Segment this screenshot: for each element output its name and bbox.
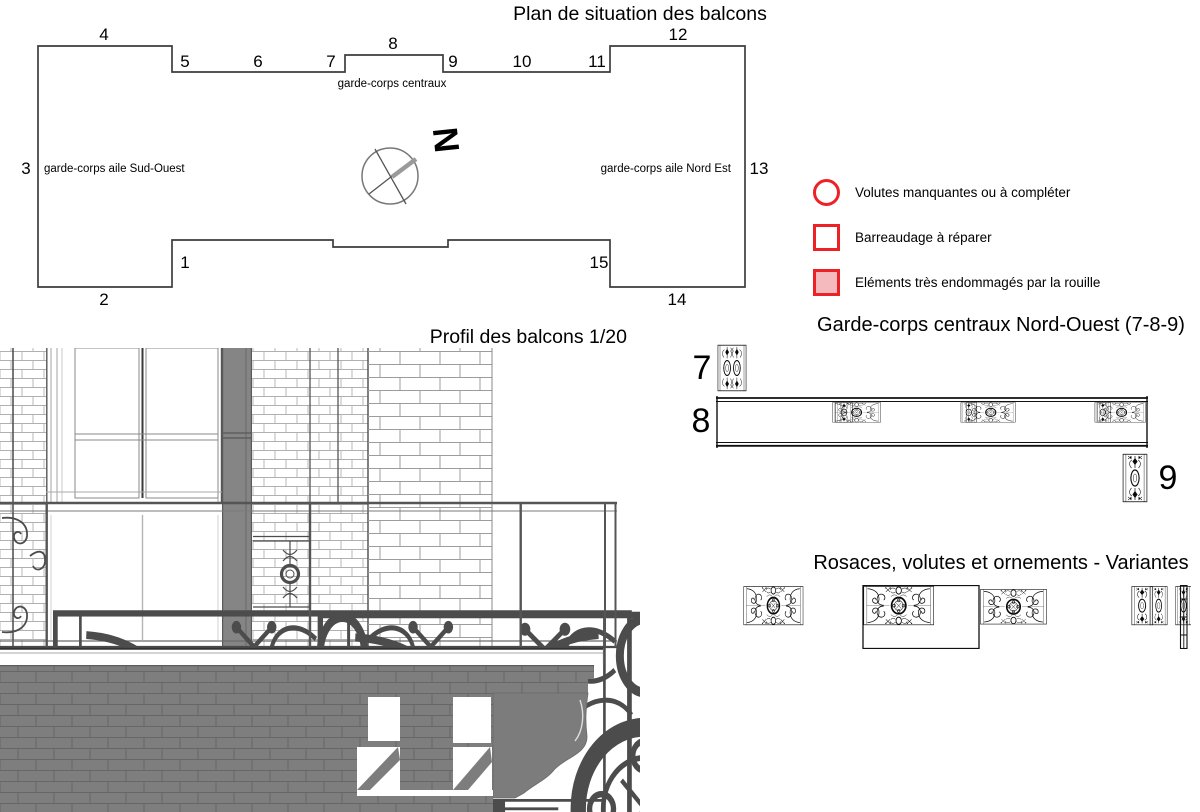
- variant-panel-frame: [862, 585, 980, 649]
- compass-north-pointer: [390, 157, 418, 179]
- railing-9-label: 9: [1158, 459, 1178, 497]
- railing-rails: [716, 397, 1148, 447]
- plan-drawing: N 1 2 3 4 5 6 7 8 9 10 11 12 13 14 15 ga…: [21, 25, 768, 309]
- railing-elevation-8: [716, 396, 1148, 448]
- plan-number-13: 13: [750, 159, 769, 178]
- plan-number-1: 1: [180, 253, 189, 272]
- variant-scroll-panel: [864, 587, 934, 625]
- brick-wall-right: [368, 348, 492, 648]
- window: [46, 348, 223, 640]
- masonry-opening: [368, 697, 400, 741]
- plan-number-10: 10: [513, 52, 532, 71]
- masonry-base: [357, 796, 460, 812]
- railing-post: [604, 503, 606, 647]
- profile-drawing: [0, 348, 640, 812]
- plan-title: Plan de situation des balcons: [513, 3, 767, 25]
- balcony-slab: [0, 647, 605, 665]
- masonry: [0, 664, 594, 812]
- plan-number-4: 4: [99, 25, 108, 44]
- railing-post: [519, 503, 522, 647]
- repair-square-icon: [813, 223, 840, 251]
- legend-item-rouille: Eléments très endommagés par la rouille: [813, 268, 1100, 296]
- variant-sliver-panel: [1179, 585, 1188, 649]
- plan-number-9: 9: [448, 52, 457, 71]
- plan-number-8: 8: [388, 34, 397, 53]
- plan-number-2: 2: [99, 290, 108, 309]
- profile-railing: [0, 501, 640, 812]
- scroll-panel: [833, 403, 881, 423]
- label-central: garde-corps centraux: [338, 78, 447, 90]
- legend-item-volutes: Volutes manquantes ou à compléter: [813, 178, 1100, 206]
- compass-circle: [361, 147, 419, 205]
- scroll-panel: [966, 403, 1015, 423]
- plan-number-7: 7: [326, 52, 335, 71]
- central-railings-title: Garde-corps centraux Nord-Ouest (7-8-9): [817, 314, 1185, 336]
- plan-number-6: 6: [253, 52, 262, 71]
- railing-post: [45, 503, 48, 647]
- corbel-curve: [574, 699, 584, 742]
- variant-bar-panel: [1132, 587, 1153, 625]
- variants-title: Rosaces, volutes et ornements - Variante…: [813, 552, 1189, 574]
- variant-scroll-panel: [980, 589, 1046, 624]
- legend-item-barreaudage: Barreaudage à réparer: [813, 223, 1100, 251]
- plan-number-14: 14: [668, 290, 687, 309]
- variant-scroll-panel: [744, 587, 803, 625]
- compass: N: [361, 125, 466, 205]
- missing-volute-circle-icon: [813, 178, 840, 206]
- masonry-gap: [357, 790, 493, 796]
- railing-8-label: 8: [691, 402, 711, 440]
- stone-pillar: [222, 348, 252, 648]
- variant-bar-panel: [1150, 587, 1167, 625]
- railing-connector: [253, 535, 309, 613]
- legend-label: Barreaudage à réparer: [855, 229, 992, 245]
- corbel: [492, 692, 589, 799]
- railing-post: [308, 503, 312, 647]
- railing-rails-inner: [716, 401, 1148, 443]
- plan-number-11: 11: [588, 52, 606, 71]
- plan-number-5: 5: [180, 52, 189, 71]
- masonry-slope: [453, 747, 492, 790]
- legend-label: Volutes manquantes ou à compléter: [855, 184, 1071, 200]
- railing-posts: [716, 396, 1148, 448]
- railing-panel-7: [717, 344, 747, 392]
- legend-label: Eléments très endommagés par la rouille: [855, 274, 1101, 290]
- rust-damage-square-icon: [813, 268, 840, 296]
- label-wing-sw: garde-corps aile Sud-Ouest: [44, 163, 185, 175]
- railing-panel-9: [1122, 453, 1148, 503]
- plan-number-12: 12: [669, 25, 688, 44]
- compass-cross: [368, 148, 415, 205]
- plan-number-3: 3: [21, 159, 30, 178]
- variant-bar-panel: [1176, 587, 1191, 625]
- scroll-panel: [1098, 403, 1146, 423]
- plan-numbers: 1 2 3 4 5 6 7 8 9 10 11 12 13 14 15: [21, 25, 768, 309]
- compass-letter: N: [425, 125, 466, 154]
- masonry-slope: [357, 747, 400, 790]
- railing-7-label: 7: [692, 349, 712, 387]
- building-outline: [37, 45, 746, 288]
- label-wing-ne: garde-corps aile Nord Est: [601, 163, 732, 175]
- corner-scrolls: [1, 516, 46, 634]
- plan-labels: garde-corps aile Sud-Ouest garde-corps c…: [44, 78, 732, 175]
- legend: Volutes manquantes ou à compléter Barrea…: [813, 178, 1100, 296]
- brick-wall-left: [0, 348, 46, 648]
- profile-title: Profil des balcons 1/20: [429, 326, 627, 348]
- plan-number-15: 15: [590, 253, 609, 272]
- railing-end-post: [614, 503, 617, 647]
- masonry-opening: [453, 697, 491, 743]
- variants-row: [642, 585, 1191, 649]
